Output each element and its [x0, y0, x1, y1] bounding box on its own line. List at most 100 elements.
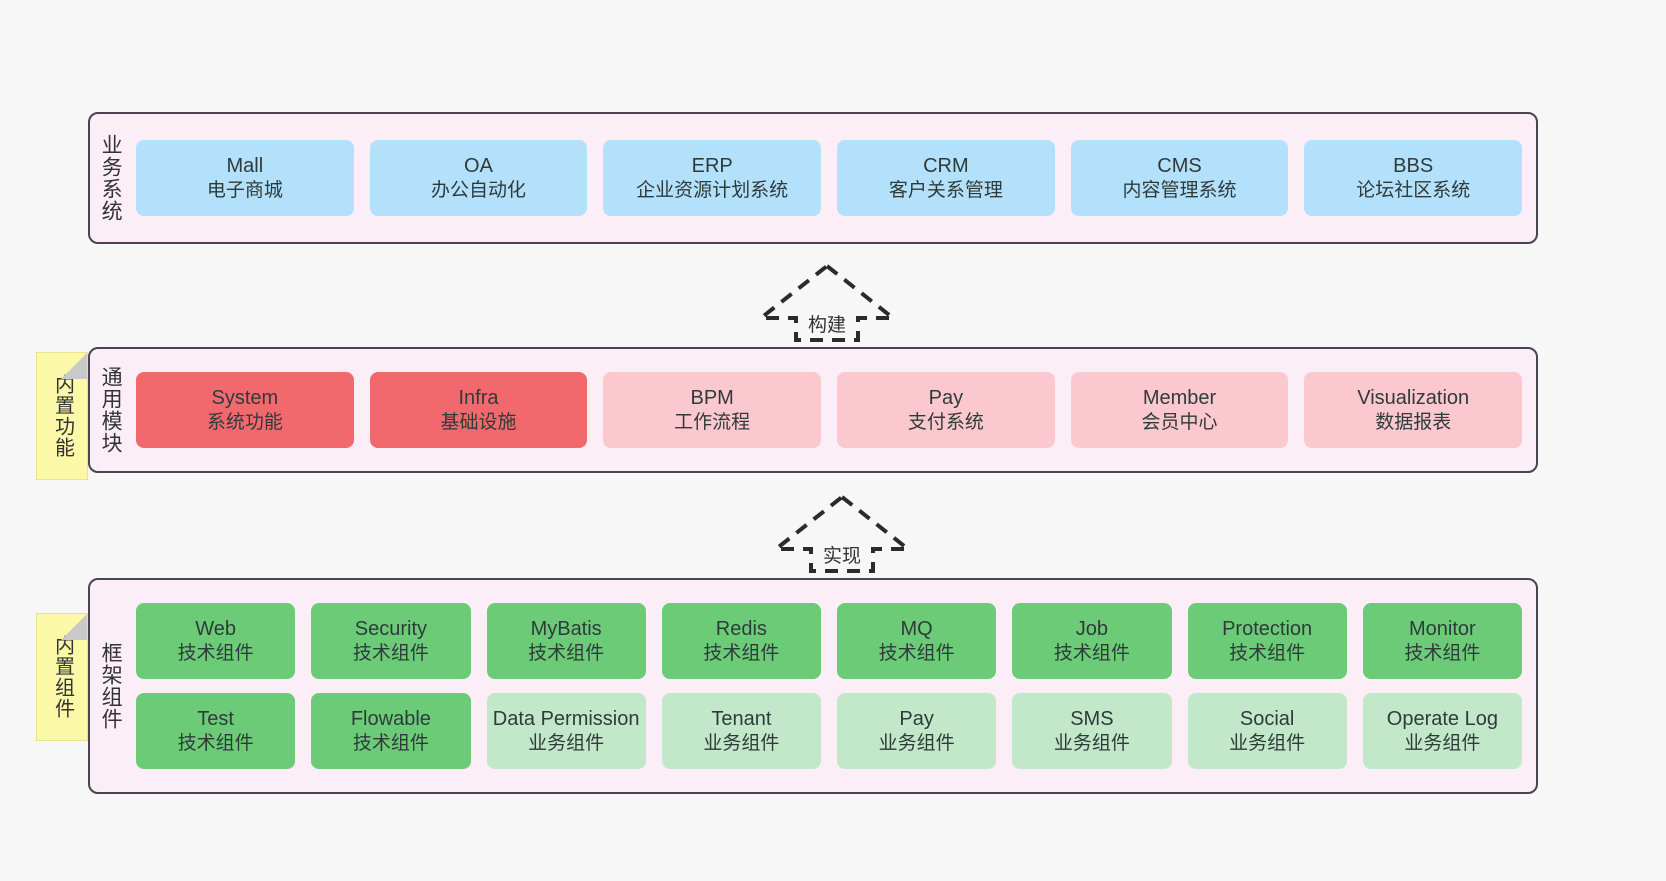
module-card-cms[interactable]: CMS 内容管理系统: [1070, 140, 1289, 216]
module-card-crm[interactable]: CRM 客户关系管理: [837, 140, 1055, 216]
connector-implement: 实现: [772, 493, 912, 573]
card-row: System 系统功能 Infra 基础设施 BPM 工作流程 Pay 支付系统…: [136, 372, 1523, 448]
card-title-cn: 技术组件: [1229, 642, 1306, 664]
layer-body-business-system: Mall 电子商城 OA 办公自动化 ERP 企业资源计划系统 CRM 客户关系…: [130, 114, 1536, 242]
card-title-en: Monitor: [1409, 618, 1476, 641]
card-title-cn: 数据报表: [1375, 411, 1452, 433]
component-card-sms[interactable]: SMS 业务组件: [1012, 693, 1172, 769]
layer-caption-common-module: 通用模块: [99, 366, 123, 454]
card-title-cn: 基础设施: [440, 411, 517, 433]
note-badge-builtin-components: 内置组件: [36, 613, 88, 741]
card-title-en: Data Permission: [492, 708, 640, 731]
component-card-mybatis[interactable]: MyBatis 技术组件: [486, 603, 646, 679]
card-title-en: Tenant: [711, 708, 772, 731]
card-title-cn: 技术组件: [352, 732, 429, 754]
dashed-up-arrow-icon: [772, 494, 912, 573]
layer-body-framework-component: Web 技术组件 Security 技术组件 MyBatis 技术组件 Redi…: [130, 580, 1536, 792]
note-badge-label: 内置组件: [51, 635, 74, 719]
card-title-cn: 业务组件: [878, 732, 955, 754]
card-title-en: Job: [1075, 618, 1108, 641]
card-title-en: Visualization: [1357, 387, 1470, 410]
component-card-mq[interactable]: MQ 技术组件: [837, 603, 997, 679]
card-title-en: Pay: [899, 708, 934, 731]
module-card-member[interactable]: Member 会员中心: [1070, 372, 1289, 448]
card-title-cn: 业务组件: [1404, 732, 1481, 754]
component-card-operate-log[interactable]: Operate Log 业务组件: [1362, 693, 1522, 769]
card-title-en: SMS: [1070, 708, 1114, 731]
card-title-en: System: [211, 387, 279, 410]
component-card-flowable[interactable]: Flowable 技术组件: [311, 693, 471, 769]
card-title-cn: 业务组件: [703, 732, 780, 754]
card-title-en: MyBatis: [530, 618, 602, 641]
card-row: Test 技术组件 Flowable 技术组件 Data Permission …: [136, 693, 1522, 769]
module-card-erp[interactable]: ERP 企业资源计划系统: [603, 140, 822, 216]
layer-common-module: 通用模块 System 系统功能 Infra 基础设施 BPM 工作流程 Pay…: [88, 347, 1538, 473]
layer-body-common-module: System 系统功能 Infra 基础设施 BPM 工作流程 Pay 支付系统…: [130, 349, 1536, 471]
card-row: Web 技术组件 Security 技术组件 MyBatis 技术组件 Redi…: [136, 603, 1522, 679]
card-title-en: BPM: [690, 387, 734, 410]
card-title-cn: 业务组件: [1053, 732, 1130, 754]
card-title-en: ERP: [691, 155, 733, 178]
component-card-security[interactable]: Security 技术组件: [311, 603, 471, 679]
layer-framework-component: 框架组件 Web 技术组件 Security 技术组件 MyBatis 技术组件…: [88, 578, 1538, 794]
card-title-en: CRM: [923, 155, 969, 178]
layer-caption-framework-component: 框架组件: [99, 642, 123, 730]
card-title-en: Flowable: [350, 708, 431, 731]
dashed-up-arrow-icon: [757, 263, 897, 342]
card-title-cn: 企业资源计划系统: [636, 179, 789, 201]
card-title-cn: 论坛社区系统: [1356, 179, 1471, 201]
card-title-cn: 工作流程: [674, 411, 751, 433]
card-title-cn: 技术组件: [177, 642, 254, 664]
card-title-cn: 技术组件: [1404, 642, 1481, 664]
card-title-cn: 业务组件: [1229, 732, 1306, 754]
note-badge-label: 内置功能: [51, 374, 74, 458]
card-title-cn: 技术组件: [177, 732, 254, 754]
component-card-social[interactable]: Social 业务组件: [1187, 693, 1347, 769]
module-card-system[interactable]: System 系统功能: [136, 372, 354, 448]
module-card-visualization[interactable]: Visualization 数据报表: [1304, 372, 1523, 448]
card-title-cn: 技术组件: [703, 642, 780, 664]
card-title-cn: 技术组件: [878, 642, 955, 664]
card-title-cn: 内容管理系统: [1122, 179, 1237, 201]
card-title-en: Security: [354, 618, 427, 641]
note-badge-builtin-features: 内置功能: [36, 352, 88, 480]
card-title-en: Pay: [928, 387, 964, 410]
component-card-pay[interactable]: Pay 业务组件: [837, 693, 997, 769]
module-card-bbs[interactable]: BBS 论坛社区系统: [1304, 140, 1523, 216]
component-card-monitor[interactable]: Monitor 技术组件: [1362, 603, 1522, 679]
card-title-en: OA: [464, 155, 493, 178]
card-title-en: Test: [197, 708, 234, 731]
component-card-test[interactable]: Test 技术组件: [136, 693, 296, 769]
card-title-en: CMS: [1157, 155, 1202, 178]
component-card-data-permission[interactable]: Data Permission 业务组件: [486, 693, 646, 769]
module-card-infra[interactable]: Infra 基础设施: [369, 372, 588, 448]
card-title-en: BBS: [1393, 155, 1434, 178]
card-title-en: Web: [195, 618, 236, 641]
card-title-en: Redis: [715, 618, 767, 641]
component-card-tenant[interactable]: Tenant 业务组件: [661, 693, 821, 769]
module-card-mall[interactable]: Mall 电子商城: [136, 140, 354, 216]
component-card-protection[interactable]: Protection 技术组件: [1187, 603, 1347, 679]
module-card-bpm[interactable]: BPM 工作流程: [603, 372, 822, 448]
module-card-pay[interactable]: Pay 支付系统: [837, 372, 1055, 448]
card-title-en: Social: [1239, 708, 1295, 731]
module-card-oa[interactable]: OA 办公自动化: [369, 140, 588, 216]
card-title-cn: 电子商城: [206, 179, 283, 201]
connector-build: 构建: [757, 262, 897, 342]
card-title-en: Member: [1142, 387, 1217, 410]
layer-caption-business-system: 业务系统: [99, 134, 123, 222]
card-title-cn: 技术组件: [1053, 642, 1130, 664]
component-card-redis[interactable]: Redis 技术组件: [661, 603, 821, 679]
card-title-en: Operate Log: [1386, 708, 1498, 731]
card-title-cn: 办公自动化: [431, 179, 527, 201]
card-title-en: Infra: [458, 387, 499, 410]
component-card-job[interactable]: Job 技术组件: [1012, 603, 1172, 679]
card-title-en: Mall: [226, 155, 264, 178]
card-row: Mall 电子商城 OA 办公自动化 ERP 企业资源计划系统 CRM 客户关系…: [136, 140, 1523, 216]
card-title-cn: 业务组件: [528, 732, 605, 754]
card-title-cn: 支付系统: [907, 411, 984, 433]
component-card-web[interactable]: Web 技术组件: [136, 603, 296, 679]
card-title-en: Protection: [1222, 618, 1313, 641]
card-title-cn: 技术组件: [528, 642, 605, 664]
